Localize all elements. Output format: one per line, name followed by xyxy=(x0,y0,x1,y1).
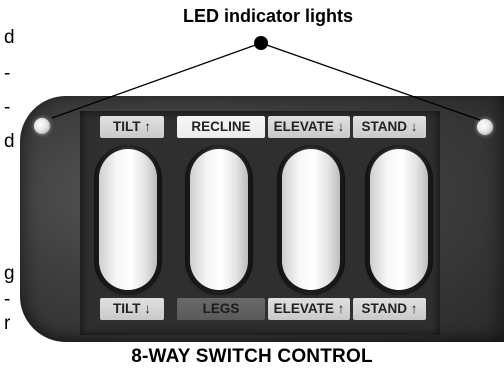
elevate-rocker-switch[interactable] xyxy=(282,149,340,290)
cropped-text-fragment: - xyxy=(4,289,11,310)
annotation-dot xyxy=(254,36,268,50)
stand-rocker-switch[interactable] xyxy=(370,149,428,290)
cropped-text-fragment: - xyxy=(4,63,11,84)
cropped-text-fragment: g xyxy=(4,263,15,284)
cropped-text-fragment: d xyxy=(4,27,15,48)
recline-legs-rocker-switch[interactable] xyxy=(190,149,248,290)
cropped-text-fragment: - xyxy=(4,97,11,118)
figure-title: 8-WAY SWITCH CONTROL xyxy=(131,346,373,367)
led-indicator-left xyxy=(34,118,50,134)
elevate-down-label: ELEVATE ↓ xyxy=(268,116,350,138)
recline-label: RECLINE xyxy=(177,116,265,138)
stand-down-label: STAND ↓ xyxy=(353,116,426,138)
tilt-down-label: TILT ↓ xyxy=(100,298,164,320)
legs-label: LEGS xyxy=(177,298,265,320)
cropped-text-fragment: d xyxy=(4,131,15,152)
tilt-rocker-switch[interactable] xyxy=(99,149,157,290)
led-indicator-annotation: LED indicator lights xyxy=(182,6,353,26)
cropped-text-fragment: r xyxy=(4,313,11,334)
led-indicator-right xyxy=(477,119,493,135)
tilt-up-label: TILT ↑ xyxy=(100,116,164,138)
elevate-up-label: ELEVATE ↑ xyxy=(268,298,350,320)
stand-up-label: STAND ↑ xyxy=(353,298,426,320)
